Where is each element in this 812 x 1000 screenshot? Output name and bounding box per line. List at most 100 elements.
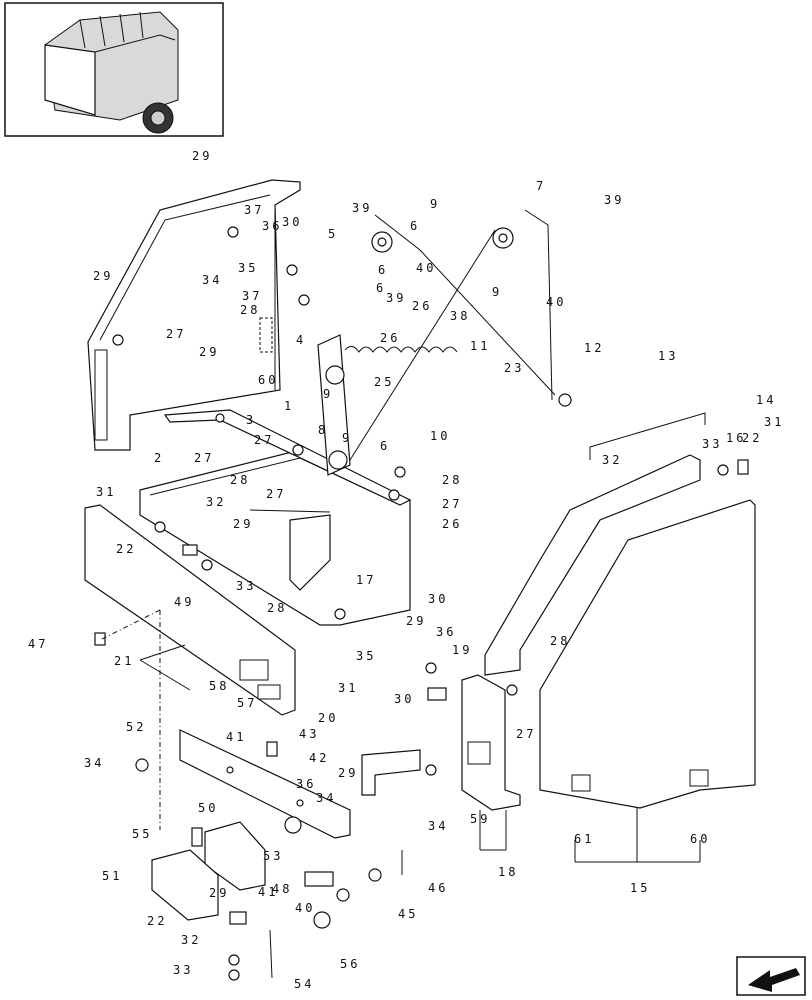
callout-label: 23: [504, 361, 524, 375]
callout-label: 6: [380, 439, 390, 453]
callout-label: 36: [436, 625, 456, 639]
hardware: [94, 226, 749, 981]
callout-label: 27: [442, 497, 462, 511]
callout-label: 30: [428, 592, 448, 606]
callout-label: 56: [340, 957, 360, 971]
callout-label: 26: [412, 299, 432, 313]
callout-label: 25: [374, 375, 394, 389]
callout-label: 29: [93, 269, 113, 283]
callout-label: 41: [258, 885, 278, 899]
callout-label: 6: [410, 219, 420, 233]
callout-label: 3: [246, 413, 256, 427]
callout-label: 38: [450, 309, 470, 323]
callout-label: 31: [338, 681, 358, 695]
left-front-panel: [84, 504, 296, 716]
right-shield-16: [484, 454, 701, 676]
callout-label: 49: [174, 595, 194, 609]
callout-label: 4: [296, 333, 306, 347]
callout-label: 16: [726, 431, 746, 445]
callout-label: 6: [378, 263, 388, 277]
callout-label: 33: [702, 437, 722, 451]
callout-label: 28: [230, 473, 250, 487]
spring-11: [344, 346, 458, 353]
callout-label: 7: [536, 179, 546, 193]
callout-label: 29: [209, 886, 229, 900]
callout-label: 29: [406, 614, 426, 628]
callout-label: 55: [132, 827, 152, 841]
callout-label: 47: [28, 637, 48, 651]
right-side-plate: [461, 674, 521, 811]
callout-label: 15: [630, 881, 650, 895]
callout-label: 39: [386, 291, 406, 305]
callout-label: 37: [242, 289, 262, 303]
callout-label: 9: [323, 387, 333, 401]
callout-label: 14: [756, 393, 776, 407]
callout-label: 29: [192, 149, 212, 163]
callout-label: 35: [238, 261, 258, 275]
callout-label: 9: [342, 431, 352, 445]
callout-label: 46: [428, 881, 448, 895]
callout-label: 40: [416, 261, 436, 275]
callout-label: 30: [394, 692, 414, 706]
callout-label: 28: [267, 601, 287, 615]
callout-label: 32: [602, 453, 622, 467]
callout-label: 22: [147, 914, 167, 928]
cable-9: [374, 214, 556, 396]
callout-label: 40: [546, 295, 566, 309]
callout-label: 34: [84, 756, 104, 770]
callout-label: 31: [764, 415, 784, 429]
right-shield-15: [539, 499, 756, 809]
callout-label: 35: [356, 649, 376, 663]
callout-label: 60: [258, 373, 278, 387]
callout-label: 12: [584, 341, 604, 355]
callout-label: 52: [126, 720, 146, 734]
callout-label: 57: [237, 696, 257, 710]
rod-13: [589, 412, 706, 460]
callout-label: 33: [236, 579, 256, 593]
callout-label: 43: [299, 727, 319, 741]
callout-label: 50: [198, 801, 218, 815]
callout-label: 34: [316, 791, 336, 805]
return-arrow-icon: [748, 968, 800, 992]
callout-label: 27: [166, 327, 186, 341]
callout-label: 26: [380, 331, 400, 345]
callout-label: 27: [194, 451, 214, 465]
callout-label: 41: [226, 730, 246, 744]
callout-label: 32: [206, 495, 226, 509]
callout-label: 39: [604, 193, 624, 207]
callout-label: 51: [102, 869, 122, 883]
callout-label: 10: [430, 429, 450, 443]
callout-label: 27: [254, 433, 274, 447]
callout-label: 28: [550, 634, 570, 648]
callout-label: 1: [284, 399, 294, 413]
callout-label: 6: [376, 281, 386, 295]
idler-arm: [317, 334, 351, 476]
callout-label: 13: [658, 349, 678, 363]
callout-label: 45: [398, 907, 418, 921]
left-upper-shield: [87, 179, 301, 451]
callout-label: 18: [498, 865, 518, 879]
callout-label: 28: [442, 473, 462, 487]
callout-label: 21: [114, 654, 134, 668]
callout-label: 54: [294, 977, 314, 991]
baler-thumbnail: [4, 2, 224, 137]
callout-label: 30: [282, 215, 302, 229]
callout-label: 36: [296, 777, 316, 791]
callout-label: 33: [173, 963, 193, 977]
cable-12: [524, 209, 553, 401]
callout-label: 36: [262, 219, 282, 233]
callout-label: 61: [574, 832, 594, 846]
callout-label: 58: [209, 679, 229, 693]
callout-label: 34: [202, 273, 222, 287]
return-arrow-button[interactable]: [736, 956, 806, 996]
callout-label: 22: [742, 431, 762, 445]
callout-label: 9: [430, 197, 440, 211]
callout-label: 59: [470, 812, 490, 826]
callout-label: 40: [295, 901, 315, 915]
lower-plate: [179, 729, 351, 839]
callout-label: 2: [154, 451, 164, 465]
callout-label: 8: [318, 423, 328, 437]
callout-label: 28: [240, 303, 260, 317]
callout-label: 53: [263, 849, 283, 863]
